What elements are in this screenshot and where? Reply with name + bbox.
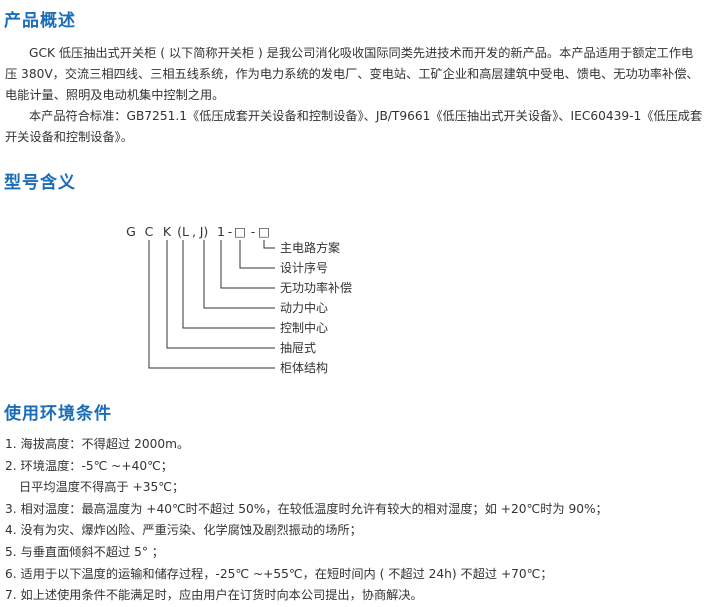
connector-power-center: [203, 240, 275, 309]
code-char-dash-2: -: [251, 224, 256, 239]
overview-paragraph-1: GCK 低压抽出式开关柜 ( 以下简称开关柜 ) 是我公司消化吸收国际同类先进技…: [5, 43, 703, 106]
label-main-circuit: 主电路方案: [280, 240, 340, 255]
code-char-dash-1: -: [228, 224, 233, 239]
model-heading: 型号含义: [4, 173, 76, 193]
connector-lines: [148, 240, 275, 369]
list-item: 1. 海拔高度：不得超过 2000m。: [5, 437, 190, 451]
code-char-g: G: [126, 224, 136, 239]
env-heading: 使用环境条件: [4, 404, 112, 424]
connector-drawer: [166, 240, 275, 349]
label-drawer-type: 抽屉式: [280, 341, 316, 355]
overview-paragraph-1-text: GCK 低压抽出式开关柜 ( 以下简称开关柜 ) 是我公司消化吸收国际同类先进技…: [5, 46, 699, 102]
list-item: 7. 如上述使用条件不能满足时，应由用户在订货时向本公司提出，协商解决。: [5, 588, 423, 603]
code-char-l: (L: [177, 224, 189, 239]
label-power-center: 动力中心: [280, 300, 328, 315]
code-char-j: J): [199, 224, 209, 239]
code-char-box-2: □: [258, 224, 270, 239]
connector-reactive: [220, 240, 275, 289]
list-item: 6. 适用于以下温度的运输和储存过程，-25℃ ~+55℃，在短时间内 ( 不超…: [5, 566, 553, 581]
list-item: 3. 相对温度：最高温度为 +40℃时不超过 50%，在较低温度时允许有较大的相…: [5, 501, 608, 516]
list-item: 日平均温度不得高于 +35℃；: [19, 480, 185, 495]
overview-paragraph-2-text: 本产品符合标准：GB7251.1《低压成套开关设备和控制设备》、JB/T9661…: [5, 109, 703, 144]
code-char-comma: ,: [192, 224, 196, 239]
list-item: 5. 与垂直面倾斜不超过 5° ；: [5, 544, 164, 559]
env-conditions-list: 1. 海拔高度：不得超过 2000m。 2. 环境温度：-5℃ ~+40℃； 日…: [5, 434, 705, 607]
connector-cabinet: [148, 240, 275, 369]
code-char-k: K: [163, 224, 172, 239]
label-reactive-compensation: 无功功率补偿: [280, 280, 352, 295]
overview-paragraph-2: 本产品符合标准：GB7251.1《低压成套开关设备和控制设备》、JB/T9661…: [5, 106, 703, 148]
code-char-box-1: □: [234, 224, 246, 239]
list-item: 2. 环境温度：-5℃ ~+40℃；: [5, 458, 173, 473]
overview-heading: 产品概述: [4, 11, 76, 31]
code-char-1: 1: [217, 224, 225, 239]
list-item: 4. 没有为灾、爆炸凶险、严重污染、化学腐蚀及剧烈振动的场所；: [5, 523, 362, 538]
code-char-c: C: [145, 224, 154, 239]
connector-design-no: [239, 240, 275, 269]
connector-control-center: [182, 240, 275, 329]
label-design-no: 设计序号: [280, 260, 328, 275]
connector-main-circuit: [263, 240, 275, 249]
label-cabinet-structure: 柜体结构: [280, 360, 328, 375]
label-control-center: 控制中心: [280, 320, 328, 335]
model-code-diagram: G C K (L , J) 1 - □ - □ 主电路方案 设计序号 无功功率补…: [126, 224, 352, 375]
